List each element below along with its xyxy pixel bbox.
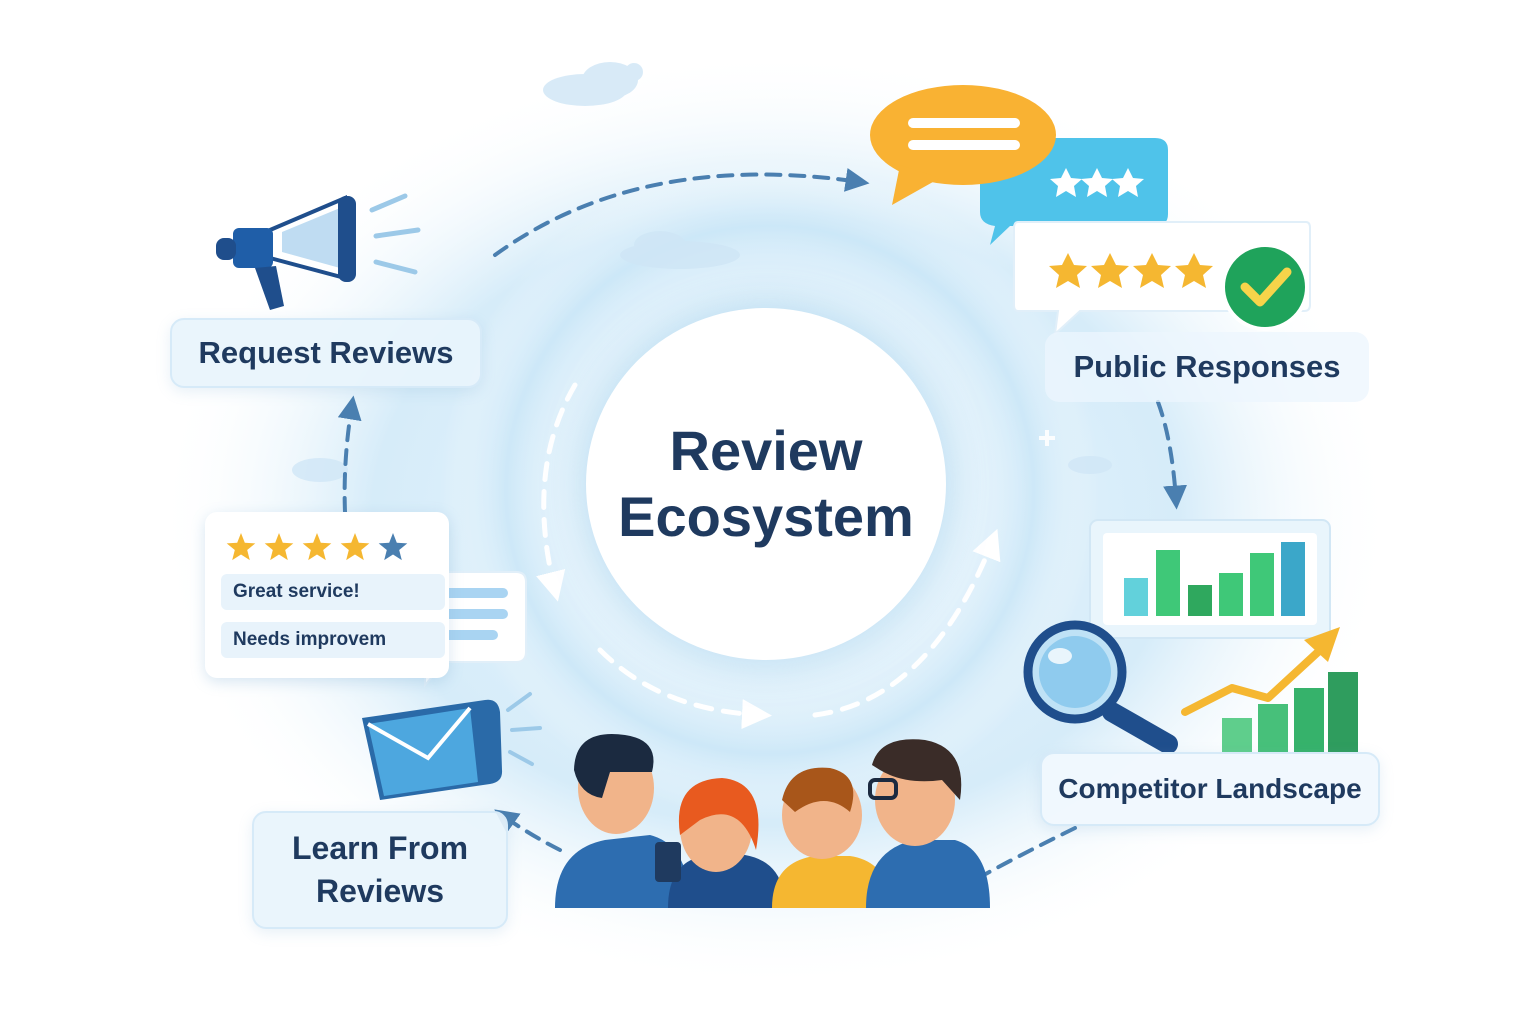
star-icon	[264, 533, 294, 561]
arrow-learn-to-request	[337, 395, 362, 514]
speech-bubble-orange-icon	[870, 85, 1056, 205]
star-icon	[378, 533, 408, 561]
megaphone-icon	[216, 193, 421, 310]
stage-request-reviews: Request Reviews	[170, 318, 482, 388]
stage-label: Competitor Landscape	[1058, 773, 1362, 804]
review-card: Great service! Needs improvem	[205, 512, 449, 678]
center-title-line1: Review	[669, 419, 863, 482]
cloud-icon	[292, 62, 1112, 482]
magnifier-icon	[1023, 620, 1178, 754]
star-rating-badge	[1050, 168, 1144, 197]
envelope-icon	[362, 692, 542, 800]
stage-public-responses: Public Responses	[1045, 332, 1369, 402]
review-comment: Needs improvem	[221, 622, 445, 658]
stage-learn-from-reviews: Learn From Reviews	[252, 811, 508, 929]
star-icon	[226, 533, 256, 561]
people-group-icon	[555, 734, 990, 908]
center-title-line2: Ecosystem	[618, 485, 914, 548]
trend-arrow-icon	[1181, 627, 1358, 752]
review-stars	[226, 533, 408, 561]
star-icon	[302, 533, 332, 561]
stage-label-line2: Reviews	[315, 873, 445, 909]
star-icon	[1049, 253, 1213, 288]
arrow-public-to-competitor	[1156, 400, 1188, 510]
review-comment: Great service!	[221, 574, 445, 610]
center-title: Review Ecosystem	[586, 308, 946, 660]
arrow-request-to-public	[493, 168, 870, 257]
checkmark-icon	[1221, 243, 1309, 331]
stage-competitor-landscape: Competitor Landscape	[1040, 752, 1380, 826]
bar-chart-icon	[1089, 519, 1331, 639]
stage-label-line1: Learn From	[291, 830, 469, 866]
inner-cycle-arrows	[536, 382, 1001, 730]
star-icon	[340, 533, 370, 561]
stage-label: Public Responses	[1073, 349, 1341, 384]
arrow-learn-back	[494, 809, 562, 852]
rating-card	[1013, 221, 1311, 337]
stage-label: Request Reviews	[198, 335, 454, 370]
sparkle-icon	[1039, 430, 1055, 446]
